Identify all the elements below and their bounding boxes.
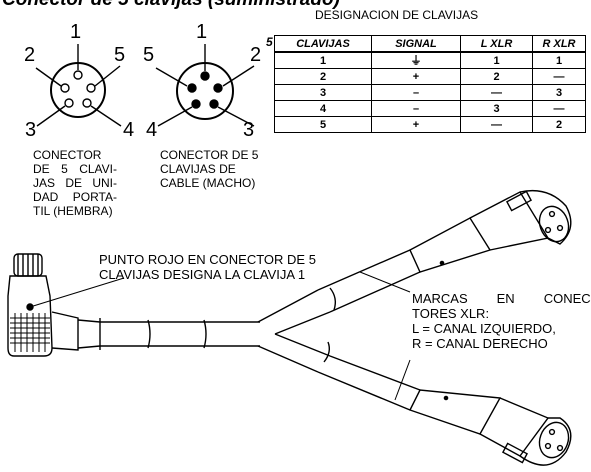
main-cable-icon: [100, 319, 260, 349]
table-row: 4 – 3 —: [274, 100, 586, 117]
female-pin-label-1: 1: [70, 21, 82, 43]
pin-designation-table: CLAVIJAS SIGNAL L XLR R XLR 1 ⏚ 1 1 2 + …: [274, 35, 586, 133]
red-dot-callout: PUNTO ROJO EN CONECTOR DE 5 CLAVIJAS DES…: [99, 252, 316, 282]
male-connector-icon: [155, 44, 255, 127]
table-cell: 5: [274, 116, 372, 133]
cable-split-inner-lower: [274, 333, 331, 357]
table-header-row: CLAVIJAS SIGNAL L XLR R XLR: [274, 35, 586, 53]
female-pin-label-2: 2: [24, 44, 36, 66]
table-cell: 2: [532, 116, 586, 133]
left-xlr-connector-icon: [317, 189, 572, 313]
cable-split-lower: [257, 345, 319, 373]
female-connector-icon: [35, 44, 122, 127]
xlr-marks-line-2: TORES XLR:: [412, 306, 490, 321]
male-pin-label-3: 3: [243, 119, 255, 141]
table-row: 1 ⏚ 1 1: [274, 51, 586, 69]
xlr-marks-callout: MARCAS EN CONEC- TORES XLR: L = CANAL IZ…: [412, 291, 591, 351]
xlr-marks-word-2: EN: [496, 291, 515, 306]
table-caption: DESIGNACION DE CLAVIJAS: [315, 8, 479, 22]
table-row: 3 – — 3: [274, 84, 586, 101]
red-dot-callout-line-2: CLAVIJAS DESIGNA LA CLAVIJA 1: [99, 267, 306, 282]
marks-leader-line-upper: [359, 271, 411, 293]
cable-split-inner-upper: [274, 311, 331, 335]
column-header-clavijas: CLAVIJAS: [274, 35, 372, 53]
female-pin-label-4: 4: [123, 119, 135, 141]
red-dot-leader-line: [29, 277, 125, 308]
female-pin-label-3: 3: [25, 119, 37, 141]
table-row: 5 + — 2: [274, 116, 586, 133]
red-dot-callout-line-1: PUNTO ROJO EN CONECTOR DE 5: [99, 252, 316, 267]
xlr-marks-word-3: CONEC-: [543, 291, 591, 306]
male-pin-label-5: 5: [143, 44, 155, 66]
xlr-marks-line-3: L = CANAL IZQUIERDO,: [412, 321, 556, 336]
table-prefix: 5: [266, 35, 273, 49]
xlr-marks-line-1: MARCAS EN CONEC-: [412, 291, 591, 306]
right-xlr-connector-icon: [317, 341, 572, 466]
female-connector-caption: CONECTOR DE 5 CLAVI-JAS DE UNI-DAD PORTA…: [33, 148, 117, 218]
male-pin-label-1: 1: [196, 21, 208, 43]
male-pin-label-4: 4: [146, 119, 158, 141]
table-cell: —: [532, 100, 586, 117]
male-pin-label-2: 2: [250, 44, 262, 66]
column-header-r-xlr: R XLR: [532, 35, 586, 53]
column-header-signal: SIGNAL: [371, 35, 461, 53]
female-pin-label-5: 5: [114, 44, 126, 66]
xlr-marks-line-4: R = CANAL DERECHO: [412, 336, 548, 351]
xlr-marks-word-1: MARCAS: [412, 291, 468, 306]
table-row: 2 + 2 —: [274, 68, 586, 85]
marks-leader-line-lower: [394, 359, 411, 401]
cable-split-upper: [257, 289, 319, 323]
right-angle-plug-icon: [7, 253, 101, 357]
page-title: Conector de 5 clavijas (suministrado): [2, 0, 340, 11]
male-connector-caption: CONECTOR DE 5 CLAVIJAS DE CABLE (MACHO): [160, 148, 259, 190]
